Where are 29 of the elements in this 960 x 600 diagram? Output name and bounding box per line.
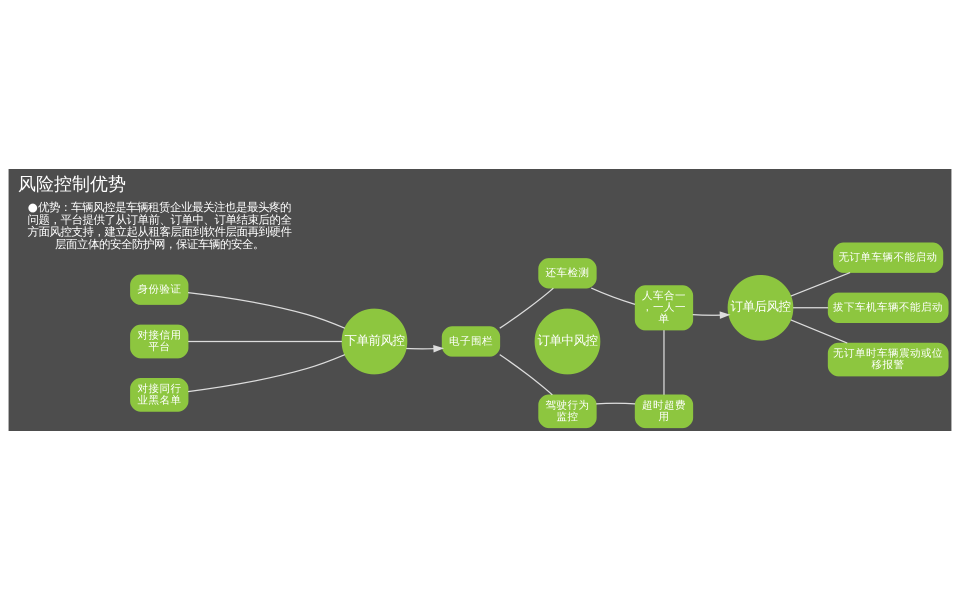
node-box: 无订单车辆不能启动 — [833, 242, 944, 273]
diagram-title: 风险控制优势 — [18, 174, 126, 196]
node-box: 无订单时车辆震动或位移报警 — [828, 342, 949, 376]
node-box: 拔下车机车辆不能启动 — [828, 292, 949, 323]
connector — [790, 272, 850, 297]
connector — [188, 340, 342, 342]
connector — [188, 292, 346, 329]
node-box: 身份验证 — [130, 274, 188, 305]
connector — [591, 288, 636, 305]
connector — [663, 330, 665, 395]
node-box: 还车检测 — [538, 258, 597, 288]
node-box: 超时超费用 — [634, 394, 694, 428]
node-circle: 订单中风控 — [534, 308, 600, 374]
node-box: 对接信用平台 — [130, 324, 188, 358]
node-box: 驾驶行为监控 — [538, 394, 597, 428]
label: ●优势：车辆风控是车辆租赁企业最关注也是最头疼的问题，平台提供了从订单前、订单中、订单结束后的全方面风控支持，建立起从租客层面到软件层面再到硬件层面立体的安全防护网，保证车辆的安全。 — [27, 200, 292, 252]
connector — [793, 307, 828, 308]
arrow — [692, 311, 730, 319]
node-circle: 订单后风控 — [728, 274, 794, 341]
arrow — [406, 344, 444, 352]
node-box: 电子围栏 — [442, 326, 500, 357]
connector — [790, 319, 848, 344]
node-box: 人车合一，一人一单 — [634, 285, 694, 330]
node-circle: 下单前风控 — [342, 308, 408, 374]
node-box: 对接同行业黑名单 — [130, 378, 188, 412]
connector — [596, 402, 636, 405]
connector — [499, 354, 553, 396]
connector — [499, 288, 554, 329]
connector — [188, 354, 346, 392]
